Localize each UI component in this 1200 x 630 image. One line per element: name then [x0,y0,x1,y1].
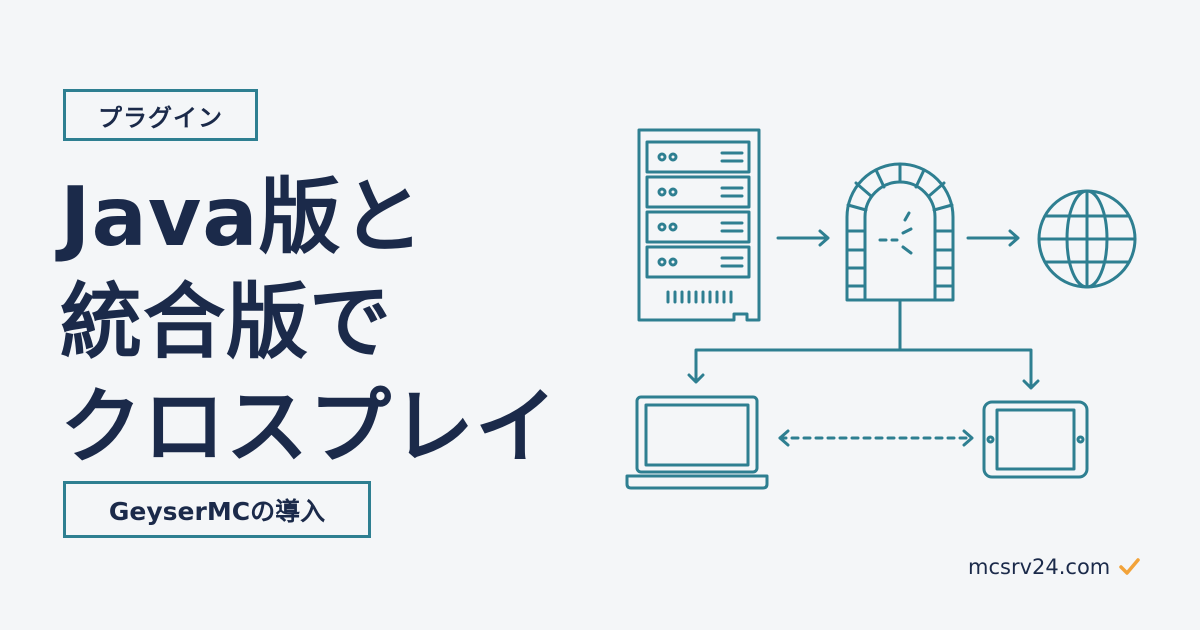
category-tag-label: プラグイン [98,103,223,132]
network-diagram [625,128,1137,490]
arrow-server-gateway [776,229,830,247]
site-url: mcsrv24.com [968,555,1111,579]
connector-lines [687,298,1040,390]
gateway-icon [845,162,955,302]
globe-icon [1037,189,1137,289]
title-line-2: 統合版で [60,275,393,370]
laptop-icon [625,395,769,490]
sync-arrow [778,429,974,447]
checkmark-icon [1119,558,1141,575]
title-line-1: Java版と [60,170,425,265]
tablet-icon [982,400,1089,479]
title-line-3: クロスプレイ [60,380,559,475]
site-credit: mcsrv24.com [968,555,1141,579]
subtitle-label: GeyserMCの導入 [108,496,326,526]
subtitle-box: GeyserMCの導入 [63,481,371,538]
server-icon [637,128,761,322]
page-title: Java版と 統合版で クロスプレイ [60,165,558,480]
arrow-gateway-globe [966,229,1020,247]
category-tag: プラグイン [63,89,258,141]
